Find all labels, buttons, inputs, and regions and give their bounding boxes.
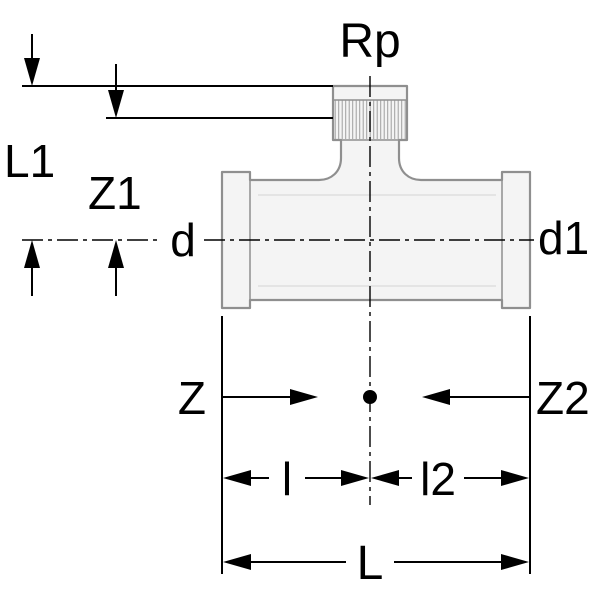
dim-z2 [422, 389, 530, 405]
dim-l [223, 470, 369, 486]
l-arrow-right-icon [341, 470, 369, 486]
dim-l2 [371, 470, 529, 486]
label-rp: Rp [339, 15, 400, 68]
l2-arrow-right-icon [501, 470, 529, 486]
extension-lines [221, 316, 531, 574]
l1-arrow-up-icon [24, 240, 40, 268]
z2-arrow-left-icon [422, 389, 450, 405]
dim-L [223, 554, 529, 570]
label-d: d [170, 214, 196, 266]
label-L: L [357, 537, 384, 590]
l2-arrow-left-icon [371, 470, 399, 486]
dim-z1 [106, 64, 333, 296]
label-z2: Z2 [536, 372, 590, 424]
label-l2: l2 [420, 453, 456, 505]
L-arrow-left-icon [223, 554, 251, 570]
label-l: l [282, 453, 292, 505]
centerlines [22, 76, 534, 505]
branch-center-dot [363, 390, 377, 404]
tee-fitting [220, 84, 532, 310]
label-d1: d1 [538, 212, 589, 264]
dim-l1 [22, 34, 333, 296]
label-l1: L1 [4, 135, 55, 187]
z-arrow-right-icon [290, 389, 318, 405]
z1-arrow-up-icon [108, 240, 124, 268]
dim-z [222, 389, 318, 405]
l1-arrow-down-icon [24, 58, 40, 86]
tee-fitting-outline [220, 84, 532, 310]
L-arrow-right-icon [501, 554, 529, 570]
label-z1: Z1 [88, 167, 142, 219]
z1-arrow-down-icon [108, 90, 124, 118]
label-z: Z [178, 372, 206, 424]
l-arrow-left-icon [223, 470, 251, 486]
